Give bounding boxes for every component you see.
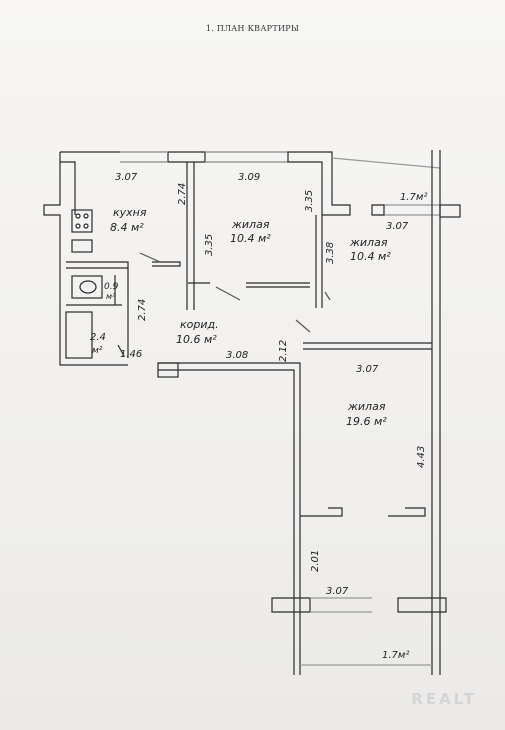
balcony-top-area: 1.7м²: [400, 192, 427, 203]
living2-area: 10.4 м²: [350, 250, 391, 263]
stove-burner-icon: [75, 223, 81, 229]
dim-living3-depth: 4.43: [416, 446, 427, 468]
balcony-bottom-area: 1.7м²: [382, 650, 409, 661]
west-wall: [43, 151, 128, 366]
door-swing: [139, 252, 161, 263]
bath-area-value: 2.4: [90, 332, 106, 343]
corridor-column: [157, 362, 179, 378]
living3-area: 19.6 м²: [346, 415, 387, 428]
wc-area-unit: м²: [106, 292, 116, 301]
kitchen-window: [120, 151, 168, 163]
dim-living2-width: 3.07: [386, 221, 409, 232]
living3-window: [310, 597, 372, 613]
dim-living1-depth-right: 3.35: [304, 190, 315, 212]
dim-kitchen-depth: 2.74: [177, 183, 188, 205]
dim-corridor-w2: 3.08: [226, 350, 248, 361]
watermark-logo: REALT: [411, 690, 477, 708]
dim-living1-depth-left: 3.35: [204, 234, 215, 256]
stove-burner-icon: [83, 223, 89, 229]
bathtub-icon: [65, 311, 93, 359]
toilet-icon: [79, 280, 97, 294]
kitchen-area: 8.4 м²: [110, 221, 144, 234]
kitchen-name: кухня: [113, 206, 147, 219]
living3-partition: [300, 507, 426, 517]
partition-kitchen-living1: [186, 162, 195, 310]
wall-segment: [167, 151, 206, 163]
dim-kitchen-width: 3.07: [115, 172, 138, 183]
dim-living3-width-top: 3.07: [356, 364, 379, 375]
balcony-post: [371, 204, 385, 216]
door-swing: [295, 319, 311, 333]
dim-living3-width-bottom: 3.07: [326, 586, 349, 597]
dim-bath-depth: 2.74: [137, 299, 148, 321]
west-wall-inner: [60, 161, 76, 215]
living2-bottom-wall: [303, 342, 432, 350]
wc-area-value: 0.9: [104, 282, 119, 292]
stove-burner-icon: [75, 213, 81, 219]
door-swing: [215, 286, 241, 301]
window-post-left: [271, 597, 311, 613]
dim-living2-depth: 3.38: [325, 242, 336, 264]
east-wall: [431, 150, 441, 675]
corridor-name: корид.: [180, 318, 219, 331]
dim-living1-width: 3.09: [238, 172, 260, 183]
balcony-post: [439, 204, 461, 218]
sink-icon: [71, 239, 93, 253]
partition-bath-top: [66, 261, 129, 269]
stove-icon: [71, 209, 93, 233]
wall-segment-2: [287, 151, 351, 216]
living3-name: жилая: [347, 400, 386, 413]
dim-living3-lower-depth: 2.01: [310, 550, 321, 572]
door-swing: [324, 291, 331, 301]
wc-fixture-icon: [71, 275, 103, 299]
window-post-right: [397, 597, 447, 613]
balcony-top-outline: [331, 157, 441, 216]
bath-area-unit: м²: [92, 346, 103, 356]
corridor-area: 10.6 м²: [176, 333, 217, 346]
living2-name: жилая: [349, 236, 388, 249]
dim-corridor-depth: 2.12: [278, 340, 289, 362]
living3-west-wall: [158, 362, 301, 675]
living1-area: 10.4 м²: [230, 232, 271, 245]
dim-corridor-w1: 1.46: [120, 349, 142, 360]
living1-name: жилая: [231, 218, 270, 231]
partition-living1-living2: [315, 215, 323, 308]
living1-window: [205, 151, 288, 163]
stove-burner-icon: [83, 213, 89, 219]
bath-door: [117, 344, 125, 357]
document-title: 1. ПЛАН КВАРТИРЫ: [205, 24, 300, 33]
kitchen-door-wall: [152, 261, 181, 267]
living1-door-wall: [188, 282, 310, 288]
